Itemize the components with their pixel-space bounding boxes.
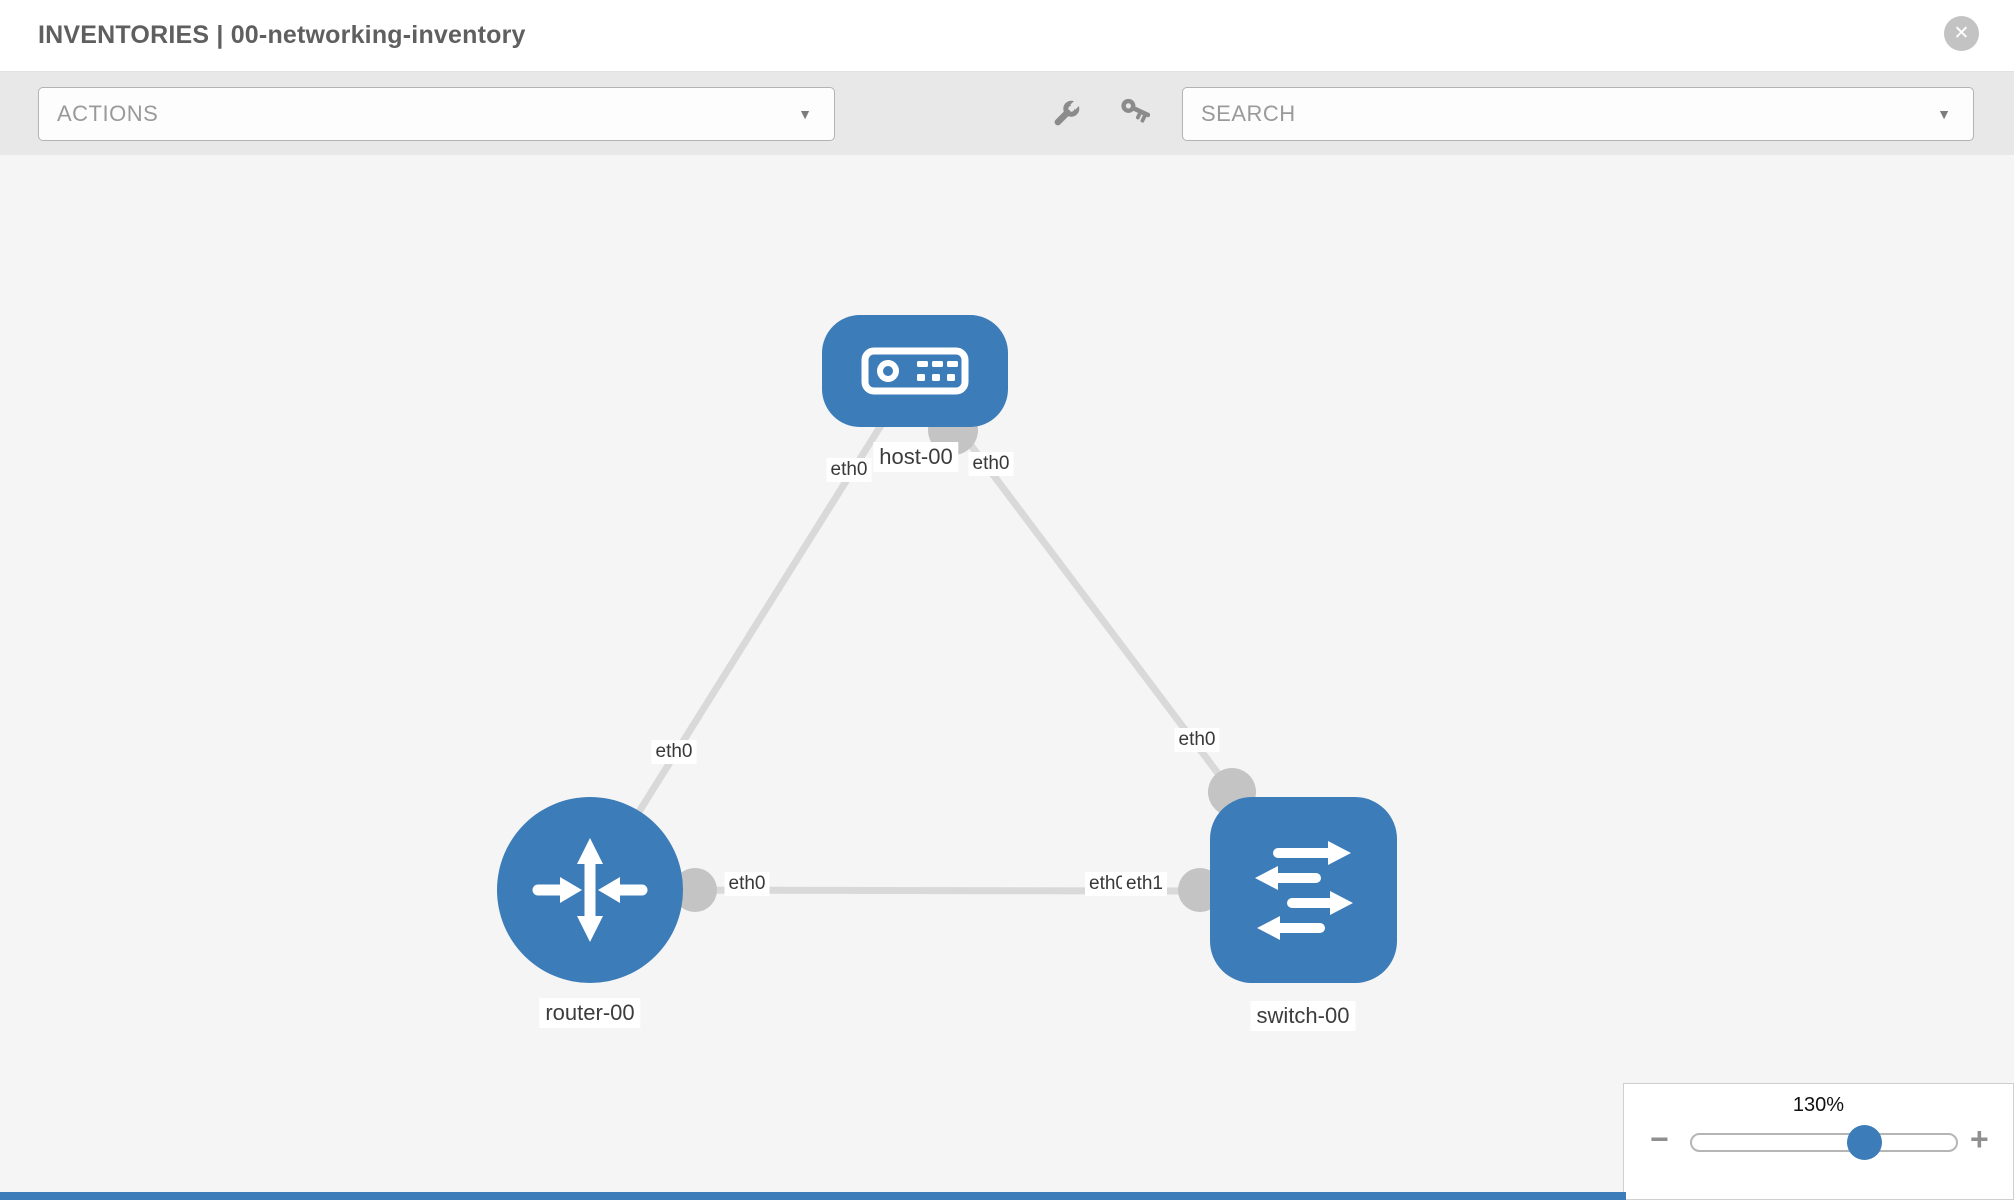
header-bar: INVENTORIES | 00-networking-inventory [0, 0, 2014, 72]
zoom-panel: 130% − + [1623, 1083, 2014, 1200]
topology-canvas[interactable]: host-00 router-00 switch-00 eth0 eth0 et… [0, 155, 2014, 1200]
wrench-icon[interactable] [1050, 98, 1082, 130]
chevron-down-icon: ▼ [1937, 106, 1951, 122]
interface-label-host-left: eth0 [826, 458, 872, 482]
node-router-00[interactable] [497, 797, 683, 983]
router-icon [532, 838, 648, 942]
zoom-level-label: 130% [1792, 1094, 1845, 1116]
node-switch-00[interactable] [1210, 797, 1397, 983]
zoom-in-button[interactable]: + [1970, 1121, 1989, 1157]
actions-dropdown[interactable]: ACTIONS ▼ [38, 87, 835, 141]
topology-links-layer [587, 368, 1256, 912]
interface-port[interactable] [673, 868, 717, 912]
node-label-switch: switch-00 [1250, 1001, 1356, 1031]
bottom-accent-strip [0, 1192, 1626, 1200]
search-dropdown[interactable]: SEARCH ▼ [1182, 87, 1974, 141]
switch-icon [1254, 841, 1353, 940]
host-icon [861, 347, 969, 395]
close-glyph: ✕ [1953, 23, 1970, 44]
chevron-down-icon: ▼ [798, 106, 812, 122]
zoom-out-button[interactable]: − [1650, 1121, 1669, 1157]
zoom-slider-handle[interactable] [1847, 1125, 1882, 1160]
link-host-router[interactable] [587, 369, 918, 892]
node-host-00[interactable] [822, 315, 1008, 427]
interface-label-switch-front: eth1 [1122, 872, 1167, 896]
interface-label-host-right: eth0 [968, 452, 1014, 476]
node-label-host: host-00 [873, 442, 959, 472]
interface-label-switch-top: eth0 [1174, 728, 1220, 752]
actions-dropdown-label: ACTIONS [57, 101, 159, 126]
zoom-slider-track[interactable] [1690, 1133, 1958, 1152]
page-title: INVENTORIES | 00-networking-inventory [38, 21, 526, 49]
interface-label-router-right: eth0 [724, 872, 770, 896]
key-icon[interactable] [1118, 98, 1150, 130]
close-icon[interactable]: ✕ [1944, 16, 1979, 51]
interface-label-router-top: eth0 [651, 740, 697, 764]
node-label-router: router-00 [539, 998, 641, 1028]
search-dropdown-label: SEARCH [1201, 101, 1296, 126]
toolbar: ACTIONS ▼ SEARCH ▼ [0, 72, 2014, 156]
